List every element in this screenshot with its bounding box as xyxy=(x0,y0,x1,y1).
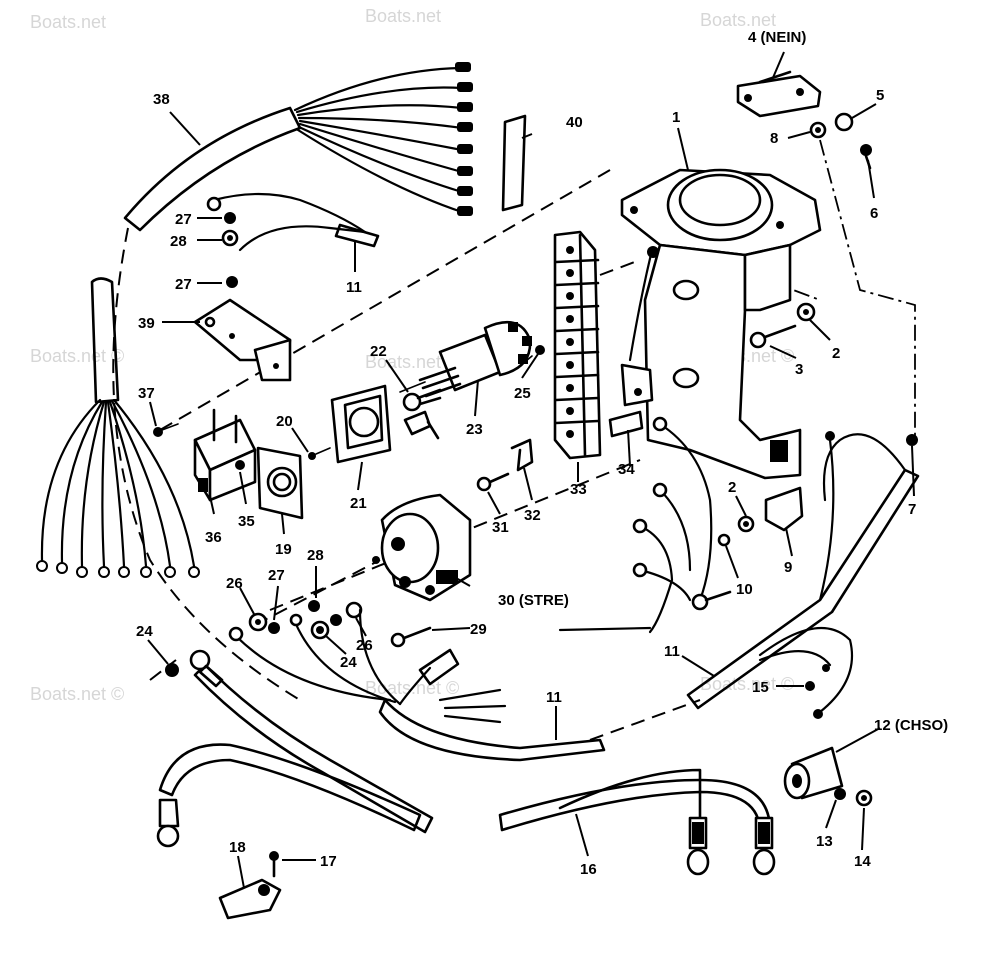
callout-7: 7 xyxy=(908,501,916,518)
callout-3: 3 xyxy=(795,361,803,378)
callout-2: 2 xyxy=(728,479,736,496)
callout-33: 33 xyxy=(570,481,587,498)
callout-29: 29 xyxy=(470,621,487,638)
callout-2: 2 xyxy=(832,345,840,362)
bolt-3 xyxy=(749,302,816,349)
callout-4: 4 (NEIN) xyxy=(748,29,806,46)
callout-23: 23 xyxy=(466,421,483,438)
callout-34: 34 xyxy=(618,461,635,478)
callout-19: 19 xyxy=(275,541,292,558)
callout-11: 11 xyxy=(546,689,562,706)
callout-28: 28 xyxy=(170,233,187,250)
callout-25: 25 xyxy=(514,385,531,402)
callout-9: 9 xyxy=(784,559,792,576)
callout-11: 11 xyxy=(664,643,680,660)
rectifier-35 xyxy=(193,408,257,502)
short-leads xyxy=(558,416,713,634)
callout-38: 38 xyxy=(153,91,170,108)
label-40 xyxy=(501,114,527,212)
callout-15: 15 xyxy=(752,679,769,696)
bolt-29 xyxy=(390,626,432,648)
solenoid-30 xyxy=(372,493,472,602)
callout-27: 27 xyxy=(175,211,192,228)
watermark: Boats.net xyxy=(365,6,441,26)
watermark: Boats.net xyxy=(30,12,106,32)
callout-32: 32 xyxy=(524,507,541,524)
callout-22: 22 xyxy=(370,343,387,360)
callout-28: 28 xyxy=(307,547,324,564)
callout-40: 40 xyxy=(566,114,583,131)
watermark: Boats.net xyxy=(700,10,776,30)
cable-16 xyxy=(498,768,776,876)
callout-26: 26 xyxy=(356,637,373,654)
callout-26: 26 xyxy=(226,575,243,592)
bracket-39 xyxy=(193,298,292,382)
callout-1: 1 xyxy=(672,109,680,126)
callout-17: 17 xyxy=(320,853,337,870)
callout-8: 8 xyxy=(770,130,778,147)
harness-38-left xyxy=(36,277,200,578)
watermark: Boats.net © xyxy=(365,352,459,372)
harness-11-main xyxy=(228,608,606,762)
plate-19 xyxy=(256,446,304,520)
boot-18 xyxy=(218,851,282,920)
clip-32 xyxy=(510,438,534,472)
callout-10: 10 xyxy=(736,581,753,598)
callout-14: 14 xyxy=(854,853,871,870)
callout-6: 6 xyxy=(870,205,878,222)
callout-16: 16 xyxy=(580,861,597,878)
harness-38 xyxy=(123,62,473,232)
callout-labels: 38 27 28 27 11 39 37 36 35 19 20 21 22 2… xyxy=(136,29,948,878)
callout-35: 35 xyxy=(238,513,255,530)
keys-22 xyxy=(402,388,442,440)
hardware-nuts xyxy=(165,600,363,677)
callout-11: 11 xyxy=(346,279,362,296)
battery-cable xyxy=(156,649,434,848)
ignition-switch-23 xyxy=(399,320,532,398)
leader-lines xyxy=(147,51,915,889)
watermark: Boats.net © xyxy=(30,684,124,704)
callout-30: 30 (STRE) xyxy=(498,592,569,609)
clip-34 xyxy=(608,410,644,438)
screw-31 xyxy=(476,472,510,492)
callout-39: 39 xyxy=(138,315,155,332)
callout-21: 21 xyxy=(350,495,367,512)
screw-15 xyxy=(805,681,815,691)
callout-37: 37 xyxy=(138,385,155,402)
callout-20: 20 xyxy=(276,413,293,430)
switch-4 xyxy=(736,70,872,170)
callout-24: 24 xyxy=(136,623,153,640)
callout-5: 5 xyxy=(876,87,884,104)
callout-27: 27 xyxy=(268,567,285,584)
callout-36: 36 xyxy=(205,529,222,546)
callout-12: 12 (CHSO) xyxy=(874,717,948,734)
callout-13: 13 xyxy=(816,833,833,850)
watermark: Boats.net © xyxy=(30,346,124,366)
terminal-block-33 xyxy=(553,230,602,460)
main-bracket-1 xyxy=(620,168,822,480)
callout-24: 24 xyxy=(340,654,357,671)
callout-27: 27 xyxy=(175,276,192,293)
harness-11-right xyxy=(686,431,920,719)
screw-25 xyxy=(519,345,545,367)
choke-12 xyxy=(783,746,873,807)
lead-11-top xyxy=(206,192,380,288)
screw-37 xyxy=(153,423,179,437)
bezel-21 xyxy=(330,384,392,464)
screw-20 xyxy=(308,447,331,460)
callout-18: 18 xyxy=(229,839,246,856)
callout-31: 31 xyxy=(492,519,509,536)
hardware-right xyxy=(691,486,804,611)
